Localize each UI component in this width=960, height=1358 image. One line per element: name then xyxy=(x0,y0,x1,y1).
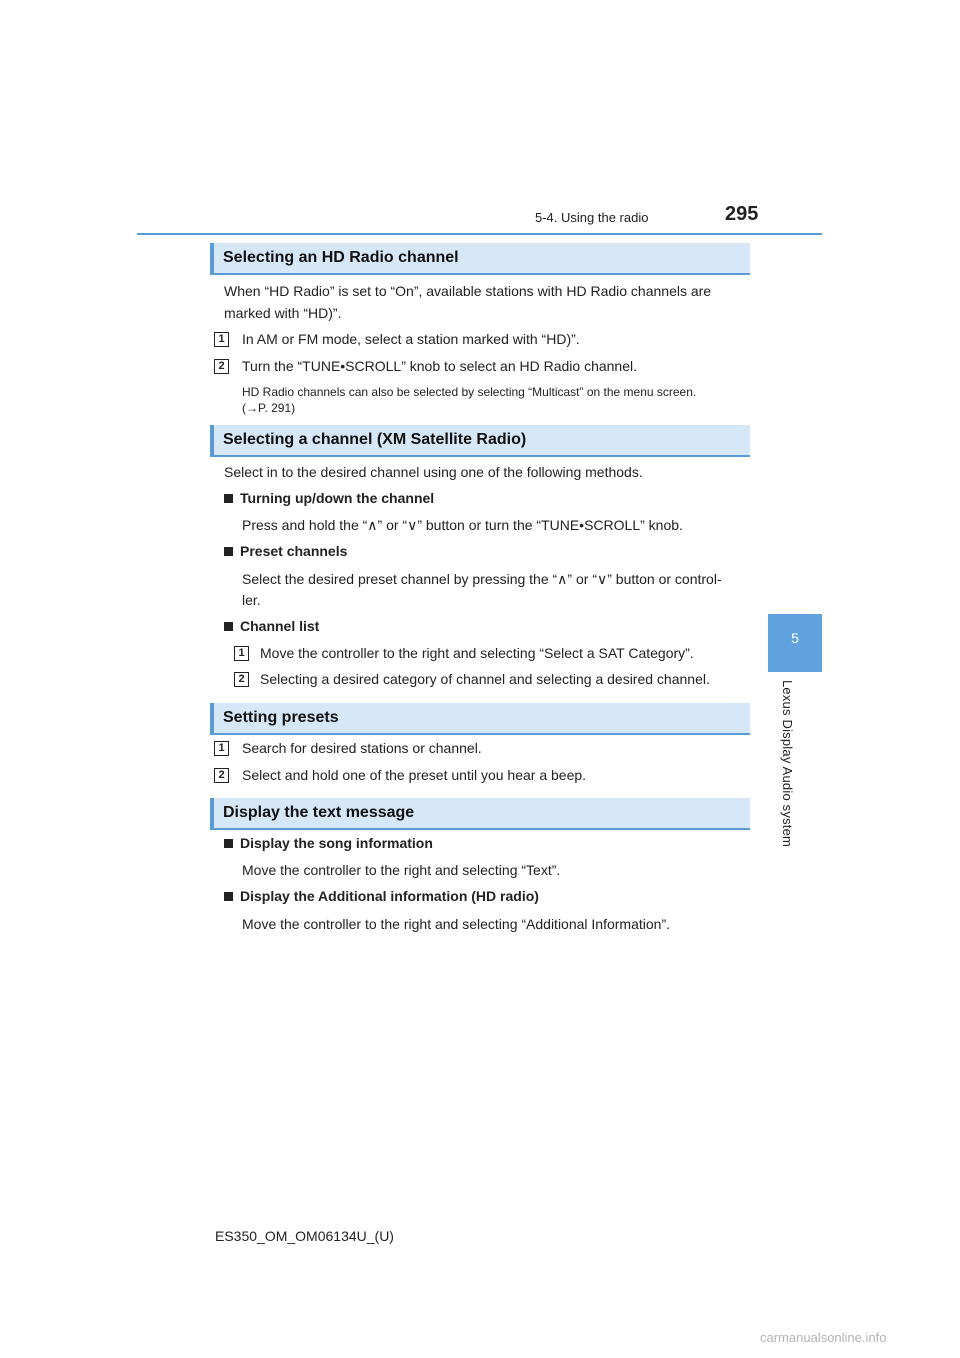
document-code: ES350_OM_OM06134U_(U) xyxy=(215,1228,394,1244)
text-sub1-title: Display the song information xyxy=(224,835,433,851)
step-number-box: 1 xyxy=(214,741,229,756)
section-breadcrumb: 5-4. Using the radio xyxy=(535,210,649,225)
chapter-tab: 5 xyxy=(768,614,822,672)
text-sub1-text: Move the controller to the right and sel… xyxy=(242,862,561,878)
step-number-box: 2 xyxy=(214,359,229,374)
section-heading-text: Display the text message xyxy=(223,804,415,821)
section-heading-text: Setting presets xyxy=(223,709,339,726)
text-sub2-title: Display the Additional information (HD r… xyxy=(224,888,539,904)
presets-step-1: Search for desired stations or channel. xyxy=(242,740,482,756)
step-number-box: 2 xyxy=(234,672,249,687)
section-heading-text: Selecting an HD Radio channel xyxy=(223,249,459,266)
presets-step-2: Select and hold one of the preset until … xyxy=(242,767,587,783)
step-number-box: 2 xyxy=(214,768,229,783)
section-heading-text: Selecting a channel (XM Satellite Radio) xyxy=(223,431,527,448)
xm-sub2-text-1: Select the desired preset channel by pre… xyxy=(242,571,722,587)
xm-intro: Select in to the desired channel using o… xyxy=(224,464,643,480)
text-sub2-text: Move the controller to the right and sel… xyxy=(242,916,671,932)
chapter-side-label: Lexus Display Audio system xyxy=(780,680,795,848)
site-watermark: carmanualsonline.info xyxy=(760,1330,887,1345)
bullet-square-icon xyxy=(224,547,233,556)
section-heading-text-message: Display the text message xyxy=(210,798,750,830)
section-heading-xm: Selecting a channel (XM Satellite Radio) xyxy=(210,425,750,457)
step-number-box: 1 xyxy=(234,646,249,661)
hd-note-line-1: HD Radio channels can also be selected b… xyxy=(242,385,697,399)
hd-note-line-2: (→P. 291) xyxy=(242,401,296,415)
step-number-box: 1 xyxy=(214,332,229,347)
chapter-tab-number: 5 xyxy=(791,630,799,646)
header-divider xyxy=(137,233,822,235)
hd-intro-line-2: marked with “HD)”. xyxy=(224,305,342,321)
xm-sub1-text: Press and hold the “∧” or “∨” button or … xyxy=(242,517,683,533)
xm-sub3-step-1: Move the controller to the right and sel… xyxy=(260,645,694,661)
xm-sub2-text-2: ler. xyxy=(242,592,261,608)
page-number: 295 xyxy=(725,203,759,225)
bullet-square-icon xyxy=(224,839,233,848)
hd-intro-line-1: When “HD Radio” is set to “On”, availabl… xyxy=(224,283,712,299)
xm-sub3-title: Channel list xyxy=(224,618,319,634)
bullet-square-icon xyxy=(224,622,233,631)
hd-step-2: Turn the “TUNE•SCROLL” knob to select an… xyxy=(242,358,638,374)
xm-sub3-step-2: Selecting a desired category of channel … xyxy=(260,671,710,687)
xm-sub1-title: Turning up/down the channel xyxy=(224,490,434,506)
hd-step-1: In AM or FM mode, select a station marke… xyxy=(242,331,580,347)
xm-sub2-title: Preset channels xyxy=(224,543,347,559)
section-heading-presets: Setting presets xyxy=(210,703,750,735)
section-heading-hd-radio: Selecting an HD Radio channel xyxy=(210,243,750,275)
bullet-square-icon xyxy=(224,892,233,901)
bullet-square-icon xyxy=(224,494,233,503)
